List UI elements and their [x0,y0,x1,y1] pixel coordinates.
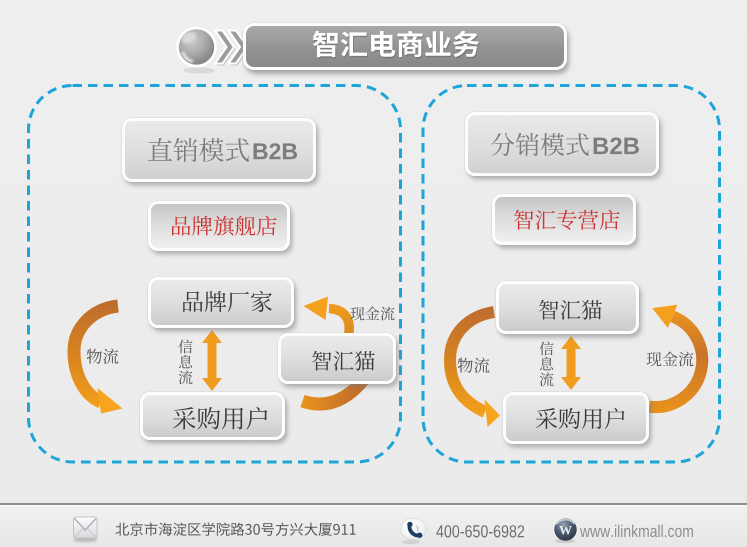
svg-text:W: W [559,523,572,538]
